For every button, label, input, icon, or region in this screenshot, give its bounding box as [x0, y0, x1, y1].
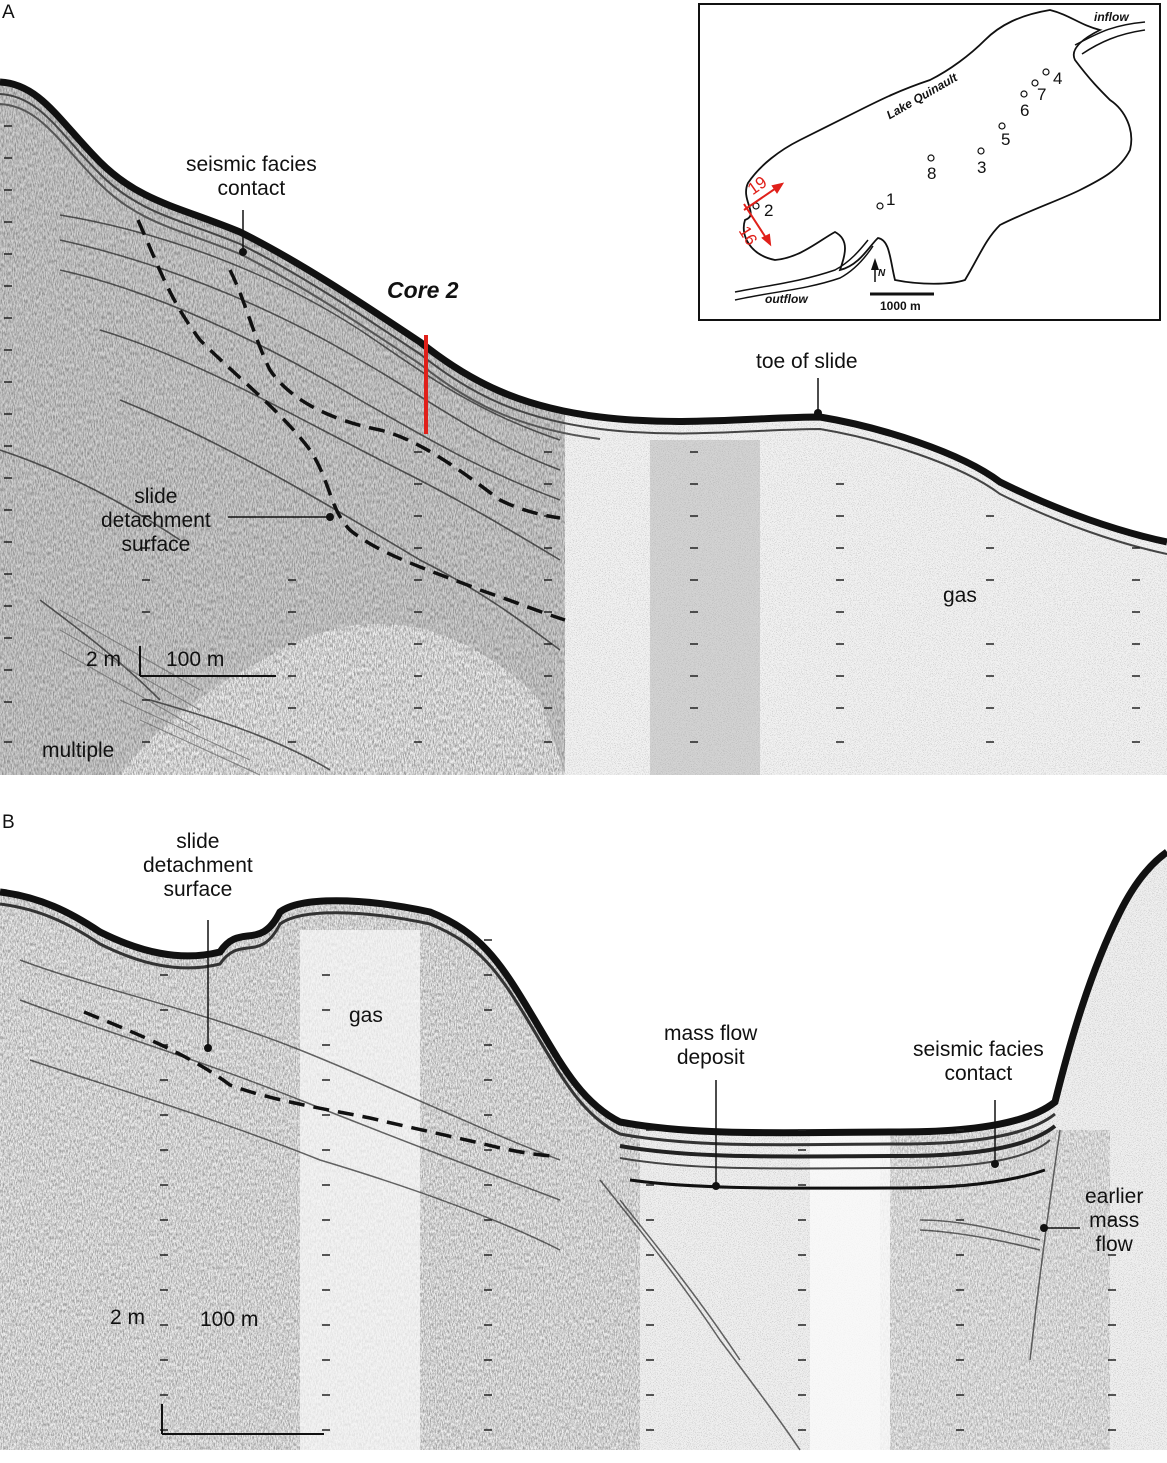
map-outflow-label: outflow	[765, 292, 808, 306]
map-site-5: 5	[1001, 130, 1011, 149]
label-multiple: multiple	[42, 739, 115, 762]
label-seismic-facies-contact-a: seismic facies contact	[186, 153, 317, 201]
panel-letter-a: A	[2, 2, 15, 23]
label-toe-of-slide: toe of slide	[756, 350, 858, 373]
panel-letter-b: B	[2, 812, 15, 833]
scale-vertical-a: 2 m	[86, 648, 122, 671]
scale-horizontal-b: 100 m	[200, 1308, 259, 1331]
site-8-marker	[927, 154, 935, 162]
scale-bar-b	[161, 1404, 324, 1435]
site-5-marker	[998, 122, 1006, 130]
map-site-7: 7	[1037, 85, 1047, 104]
slide-detachment-line-b	[83, 1010, 559, 1158]
lake-outline	[742, 9, 1133, 285]
map-scale-label: 1000 m	[880, 299, 921, 313]
slide-detachment-line-a	[136, 219, 566, 622]
site-3-marker	[977, 147, 985, 155]
site-7-marker	[1031, 79, 1039, 87]
map-site-4: 4	[1053, 69, 1063, 88]
panel-b-profile	[0, 849, 1167, 1451]
north-arrow-icon	[871, 258, 879, 282]
inset-map	[698, 3, 1161, 321]
label-earlier-mass-flow: earlier mass flow	[1085, 1185, 1144, 1257]
site-1-marker	[876, 202, 884, 210]
scale-vertical-b: 2 m	[110, 1306, 146, 1329]
scale-bar-a	[139, 646, 276, 677]
label-slide-detachment-b: slide detachment surface	[143, 830, 253, 902]
map-site-6: 6	[1020, 101, 1030, 120]
label-mass-flow-deposit: mass flow deposit	[664, 1022, 758, 1070]
map-site-3: 3	[977, 158, 987, 177]
label-gas-b: gas	[349, 1004, 383, 1027]
label-slide-detachment-a: slide detachment surface	[101, 485, 211, 557]
site-4-marker	[1042, 68, 1050, 76]
facies-contact-line-a	[228, 269, 561, 520]
site-6-marker	[1020, 90, 1028, 98]
map-site-8: 8	[927, 164, 937, 183]
label-core-2: Core 2	[387, 277, 459, 303]
scale-horizontal-a: 100 m	[166, 648, 225, 671]
label-gas-a: gas	[943, 584, 977, 607]
map-site-1: 1	[886, 190, 896, 209]
label-seismic-facies-contact-b: seismic facies contact	[913, 1038, 1044, 1086]
map-inflow-label: inflow	[1094, 10, 1129, 24]
map-north-label: N	[878, 268, 886, 279]
ticks-col-1	[4, 125, 12, 743]
map-site-2: 2	[764, 201, 774, 220]
